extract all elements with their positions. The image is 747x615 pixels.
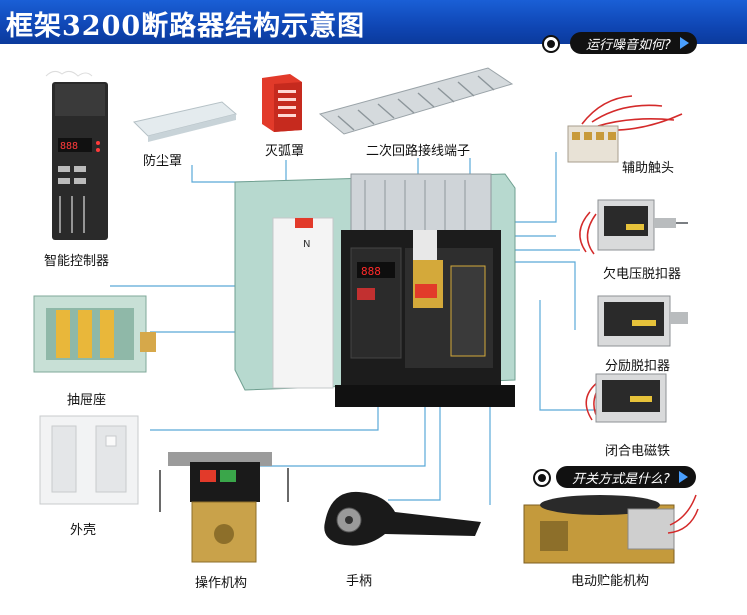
- smart-controller-label: 智能控制器: [44, 250, 109, 269]
- handle-label: 手柄: [346, 570, 372, 589]
- undervoltage-release-image: [570, 192, 690, 258]
- secondary-terminal-label: 二次回路接线端子: [366, 140, 470, 159]
- n-marker: N: [303, 239, 310, 250]
- drawer-base-image: [28, 290, 158, 380]
- motor-mechanism-label: 电动贮能机构: [571, 570, 649, 589]
- dot-marker-icon: [535, 471, 549, 485]
- closing-magnet-image: [574, 368, 684, 428]
- housing-label: 外壳: [70, 519, 96, 538]
- arrow-right-icon: [680, 37, 689, 49]
- closing-magnet-label: 闭合电磁铁: [605, 440, 670, 459]
- handle-image: [305, 482, 487, 578]
- dust-cover-image: [130, 100, 240, 142]
- aux-contact-label: 辅助触头: [622, 157, 674, 176]
- arc-chute-image: [258, 72, 306, 134]
- dust-cover-label: 防尘罩: [143, 150, 182, 169]
- svg-text:888: 888: [60, 141, 78, 152]
- operating-mechanism-label: 操作机构: [195, 572, 247, 591]
- drawer-base-label: 抽屉座: [67, 389, 106, 408]
- svg-text:888: 888: [361, 265, 381, 278]
- main-breaker-image: 888 N: [215, 170, 525, 420]
- dot-marker-icon: [544, 37, 558, 51]
- smart-controller-image: 888: [40, 68, 112, 244]
- arrow-right-icon: [679, 471, 688, 483]
- arc-chute-label: 灭弧罩: [265, 140, 304, 159]
- motor-mechanism-image: [520, 485, 700, 569]
- noise-question-label: 运行噪音如何?: [586, 38, 671, 53]
- secondary-terminal-image: [318, 64, 514, 144]
- operating-mechanism-image: [150, 442, 300, 570]
- noise-question-button[interactable]: 运行噪音如何?: [570, 32, 697, 54]
- shunt-release-image: [590, 290, 694, 352]
- undervoltage-release-label: 欠电压脱扣器: [603, 263, 681, 282]
- housing-image: [36, 412, 142, 508]
